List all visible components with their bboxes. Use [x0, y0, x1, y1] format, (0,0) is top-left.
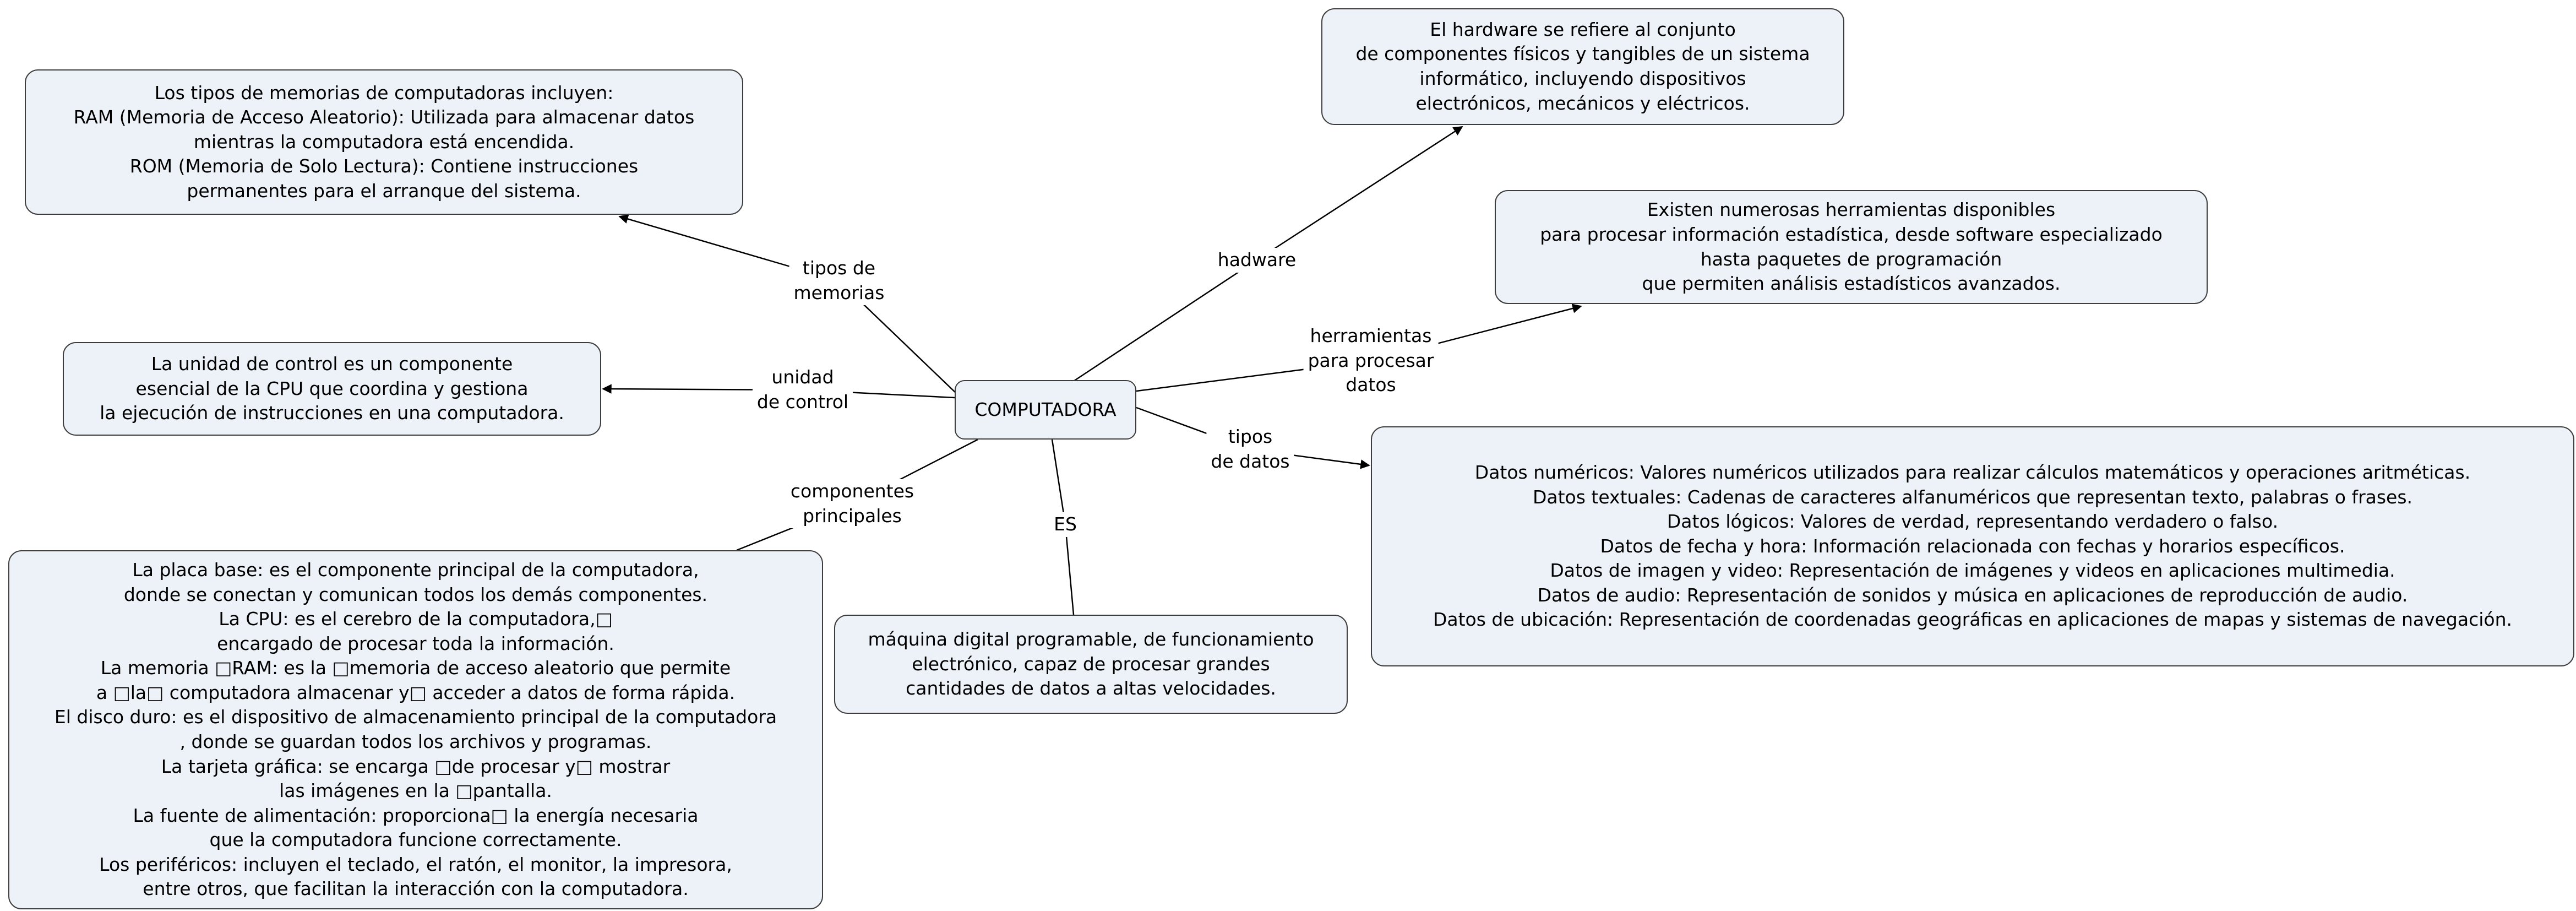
link-label-tipos-de-memorias[interactable]: tipos de memorias	[789, 256, 889, 306]
concept-unidad-de-control[interactable]: La unidad de control es un componente es…	[63, 342, 601, 436]
concept-hardware[interactable]: El hardware se refiere al conjunto de co…	[1321, 8, 1844, 125]
concept-definicion-es[interactable]: máquina digital programable, de funciona…	[834, 615, 1348, 714]
link-label-herramientas-para-procesar-datos[interactable]: herramientas para procesar datos	[1303, 324, 1439, 398]
link-label-tipos-de-datos[interactable]: tipos de datos	[1206, 425, 1294, 474]
node-computadora[interactable]: COMPUTADORA	[955, 380, 1136, 440]
concept-herramientas-procesar-datos[interactable]: Existen numerosas herramientas disponibl…	[1495, 190, 2208, 304]
link-label-unidad-de-control[interactable]: unidad de control	[752, 365, 853, 415]
link-label-hadware[interactable]: hadware	[1213, 248, 1301, 273]
concept-tipos-memorias[interactable]: Los tipos de memorias de computadoras in…	[25, 69, 743, 215]
concept-componentes-principales[interactable]: La placa base: es el componente principa…	[8, 550, 823, 909]
link-label-es[interactable]: ES	[1049, 512, 1081, 537]
concept-tipos-de-datos[interactable]: Datos numéricos: Valores numéricos utili…	[1371, 426, 2574, 666]
link-label-componentes-principales[interactable]: componentes principales	[786, 479, 919, 529]
